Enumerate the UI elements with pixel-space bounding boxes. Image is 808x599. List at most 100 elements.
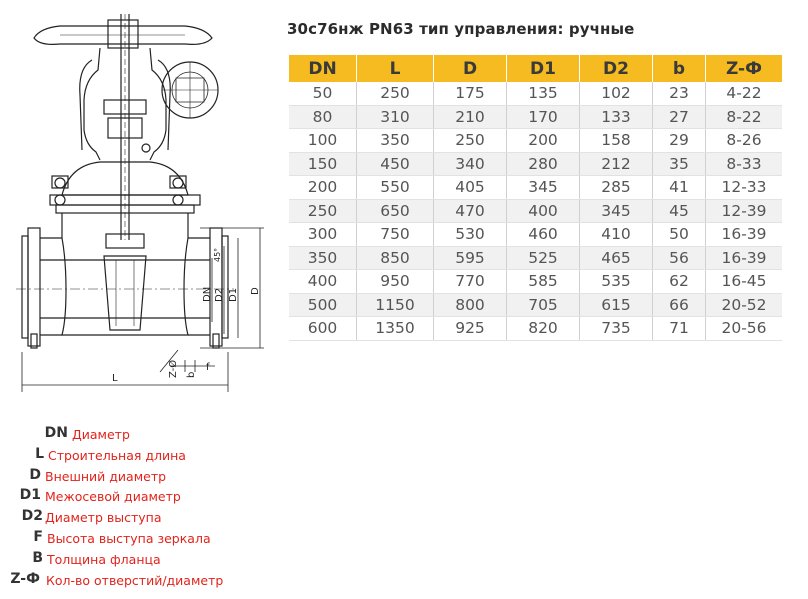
table-cell: 800 — [433, 293, 507, 317]
table-cell: 950 — [356, 269, 434, 294]
table-cell: 62 — [652, 269, 706, 294]
table-cell: 550 — [356, 175, 434, 200]
legend-abbr: D1 — [19, 487, 41, 504]
dim-label-angle: 45° — [213, 248, 222, 262]
table-cell: 280 — [506, 152, 580, 176]
table-cell: 285 — [579, 175, 653, 200]
legend-desc: Толщина фланца — [47, 551, 161, 567]
table-cell: 8-26 — [705, 128, 782, 153]
dim-label-d: D — [250, 287, 261, 295]
table-cell: 8-22 — [705, 105, 782, 129]
table-cell: 210 — [433, 105, 507, 129]
table-cell: 345 — [579, 199, 653, 223]
header-d2: D2 — [579, 55, 653, 82]
table-cell: 8-33 — [705, 152, 782, 176]
legend-desc: Диаметр — [72, 427, 130, 442]
table-cell: 212 — [579, 152, 653, 176]
legend-desc: Высота выступа зеркала — [47, 530, 211, 546]
table-cell: 460 — [506, 222, 580, 247]
header-l: L — [356, 55, 434, 82]
table-cell: 41 — [652, 175, 706, 200]
dim-label-z: Z-Ø — [167, 360, 179, 378]
table-cell: 1150 — [356, 293, 434, 317]
table-cell: 80 — [289, 105, 357, 129]
table-cell: 585 — [506, 269, 580, 294]
table-cell: 23 — [652, 82, 706, 106]
table-cell: 400 — [506, 199, 580, 223]
table-cell: 12-33 — [705, 175, 782, 200]
legend-desc: Внешний диаметр — [45, 468, 167, 484]
table-cell: 535 — [579, 269, 653, 294]
table-cell: 750 — [356, 222, 434, 247]
table-cell: 615 — [579, 293, 653, 317]
table-cell: 300 — [289, 222, 357, 247]
table-cell: 29 — [652, 128, 706, 153]
table-cell: 56 — [652, 246, 706, 270]
detail-view — [161, 61, 219, 119]
legend-abbr: B — [32, 549, 43, 566]
header-dn: DN — [289, 55, 357, 82]
handwheel — [33, 19, 213, 49]
dim-label-b: b — [186, 372, 197, 378]
header-z: Z-Ф — [705, 55, 782, 82]
gate-wedge — [103, 233, 147, 331]
dim-label-f: f — [206, 362, 210, 373]
table-cell: 595 — [433, 246, 507, 270]
dim-label-d1: D1 — [228, 288, 239, 302]
legend-abbr: D — [29, 466, 41, 483]
table-cell: 410 — [579, 222, 653, 247]
table-cell: 12-39 — [705, 199, 782, 223]
legend-abbr: D2 — [21, 508, 43, 525]
table-cell: 310 — [356, 105, 434, 129]
table-cell: 820 — [506, 316, 580, 341]
legend-desc: Межосевой диаметр — [45, 489, 181, 505]
table-cell: 150 — [289, 152, 357, 176]
table-cell: 465 — [579, 246, 653, 270]
table-cell: 340 — [433, 152, 507, 176]
legend-desc: Кол-во отверстий/диаметр — [46, 572, 224, 588]
dim-label-dn: DN — [202, 287, 213, 302]
table-cell: 250 — [356, 82, 434, 106]
table-cell: 45 — [652, 199, 706, 223]
bonnet — [49, 161, 201, 214]
table-cell: 350 — [289, 246, 357, 270]
table-cell: 135 — [506, 82, 580, 106]
table-cell: 600 — [289, 316, 357, 341]
dim-label-d2: D2 — [214, 288, 225, 302]
table-cell: 350 — [356, 128, 434, 153]
table-cell: 200 — [506, 128, 580, 153]
table-cell: 705 — [506, 293, 580, 317]
table-cell: 470 — [433, 199, 507, 223]
dimension-lines — [21, 227, 264, 392]
table-cell: 35 — [652, 152, 706, 176]
legend-abbr: L — [35, 445, 44, 462]
table-cell: 133 — [579, 105, 653, 129]
table-cell: 71 — [652, 316, 706, 341]
table-cell: 50 — [652, 222, 706, 247]
table-cell: 405 — [433, 175, 507, 200]
legend-desc: Строительная длина — [48, 447, 186, 463]
yoke — [79, 47, 171, 161]
valve-drawing: L DN D2 D1 D Z-Ø b f 45° — [16, 14, 264, 392]
table-header-row: DN L D D1 D2 b Z-Ф — [289, 55, 782, 82]
table-cell: 20-52 — [705, 293, 782, 317]
valve-body — [16, 213, 234, 349]
table-cell: 500 — [289, 293, 357, 317]
table-cell: 735 — [579, 316, 653, 341]
table-cell: 250 — [433, 128, 507, 153]
table-cell: 250 — [289, 199, 357, 223]
legend-abbr: F — [33, 528, 43, 545]
page-title: 30с76нж PN63 тип управления: ручные — [287, 20, 635, 38]
table-cell: 27 — [652, 105, 706, 129]
table-cell: 170 — [506, 105, 580, 129]
